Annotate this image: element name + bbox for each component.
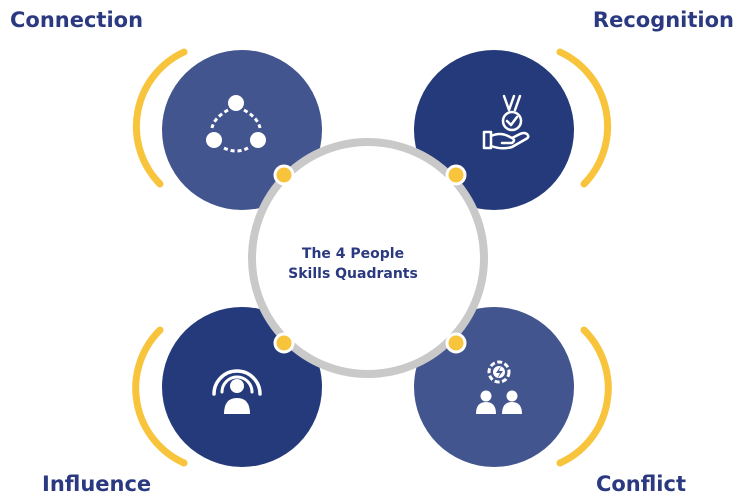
- influence-label: Influence: [42, 472, 152, 496]
- conflict-people-icon: [476, 360, 522, 414]
- recognition-label: Recognition: [592, 8, 734, 32]
- recognition-accent-arc: [556, 48, 612, 188]
- conflict-label: Conflict: [595, 472, 686, 496]
- share-network-icon: [206, 95, 266, 153]
- award-hand-icon: [482, 94, 530, 150]
- conflict-accent-arc: [556, 326, 612, 467]
- connection-label: Connection: [10, 8, 144, 32]
- broadcast-person-icon: [212, 369, 262, 414]
- connector-dot-recognition: [445, 164, 467, 186]
- connector-dot-influence: [273, 332, 295, 354]
- center-title: The 4 People Skills Quadrants: [268, 244, 438, 284]
- influence-accent-arc: [132, 326, 188, 467]
- connector-dot-conflict: [445, 332, 467, 354]
- connector-dot-connection: [273, 164, 295, 186]
- center-ring: [248, 138, 488, 378]
- center-title-line-1: The 4 People: [301, 246, 405, 262]
- center-title-line-2: Skills Quadrants: [288, 266, 418, 282]
- connection-accent-arc: [132, 48, 188, 188]
